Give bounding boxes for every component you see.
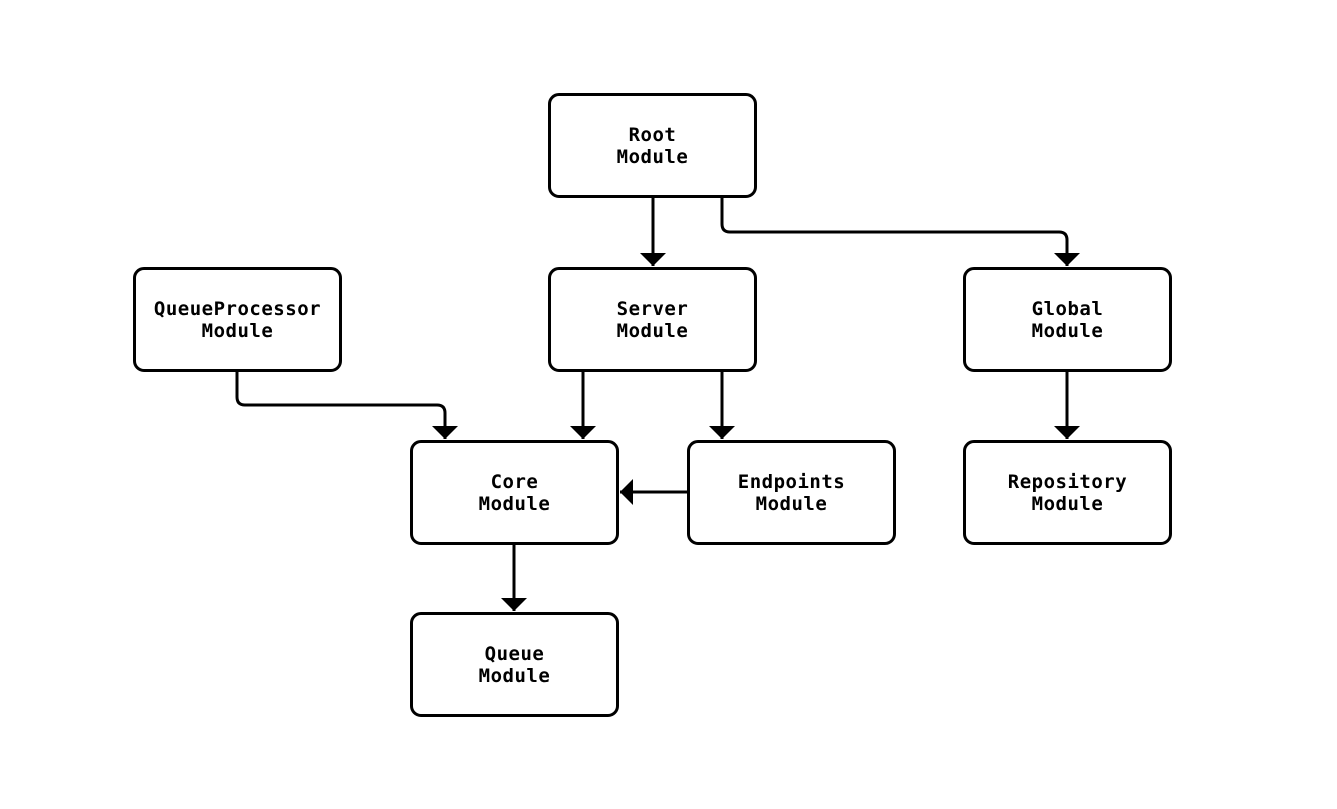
node-label: Global Module xyxy=(1031,297,1104,342)
node-label: Repository Module xyxy=(1007,470,1128,515)
node-repository-module: Repository Module xyxy=(963,440,1172,545)
node-core-module: Core Module xyxy=(410,440,619,545)
node-queue-module: Queue Module xyxy=(410,612,619,717)
node-label: Root Module xyxy=(616,123,689,168)
node-root-module: Root Module xyxy=(548,93,757,198)
node-global-module: Global Module xyxy=(963,267,1172,372)
node-queueprocessor-module: QueueProcessor Module xyxy=(133,267,342,372)
edge-root-to-global xyxy=(720,198,1080,266)
node-endpoints-module: Endpoints Module xyxy=(687,440,896,545)
node-server-module: Server Module xyxy=(548,267,757,372)
node-label: Queue Module xyxy=(478,642,551,687)
node-label: QueueProcessor Module xyxy=(153,297,322,342)
node-label: Server Module xyxy=(616,297,689,342)
node-label: Endpoints Module xyxy=(737,470,846,515)
node-label: Core Module xyxy=(478,470,551,515)
edge-queueprocessor-to-core xyxy=(235,372,458,439)
